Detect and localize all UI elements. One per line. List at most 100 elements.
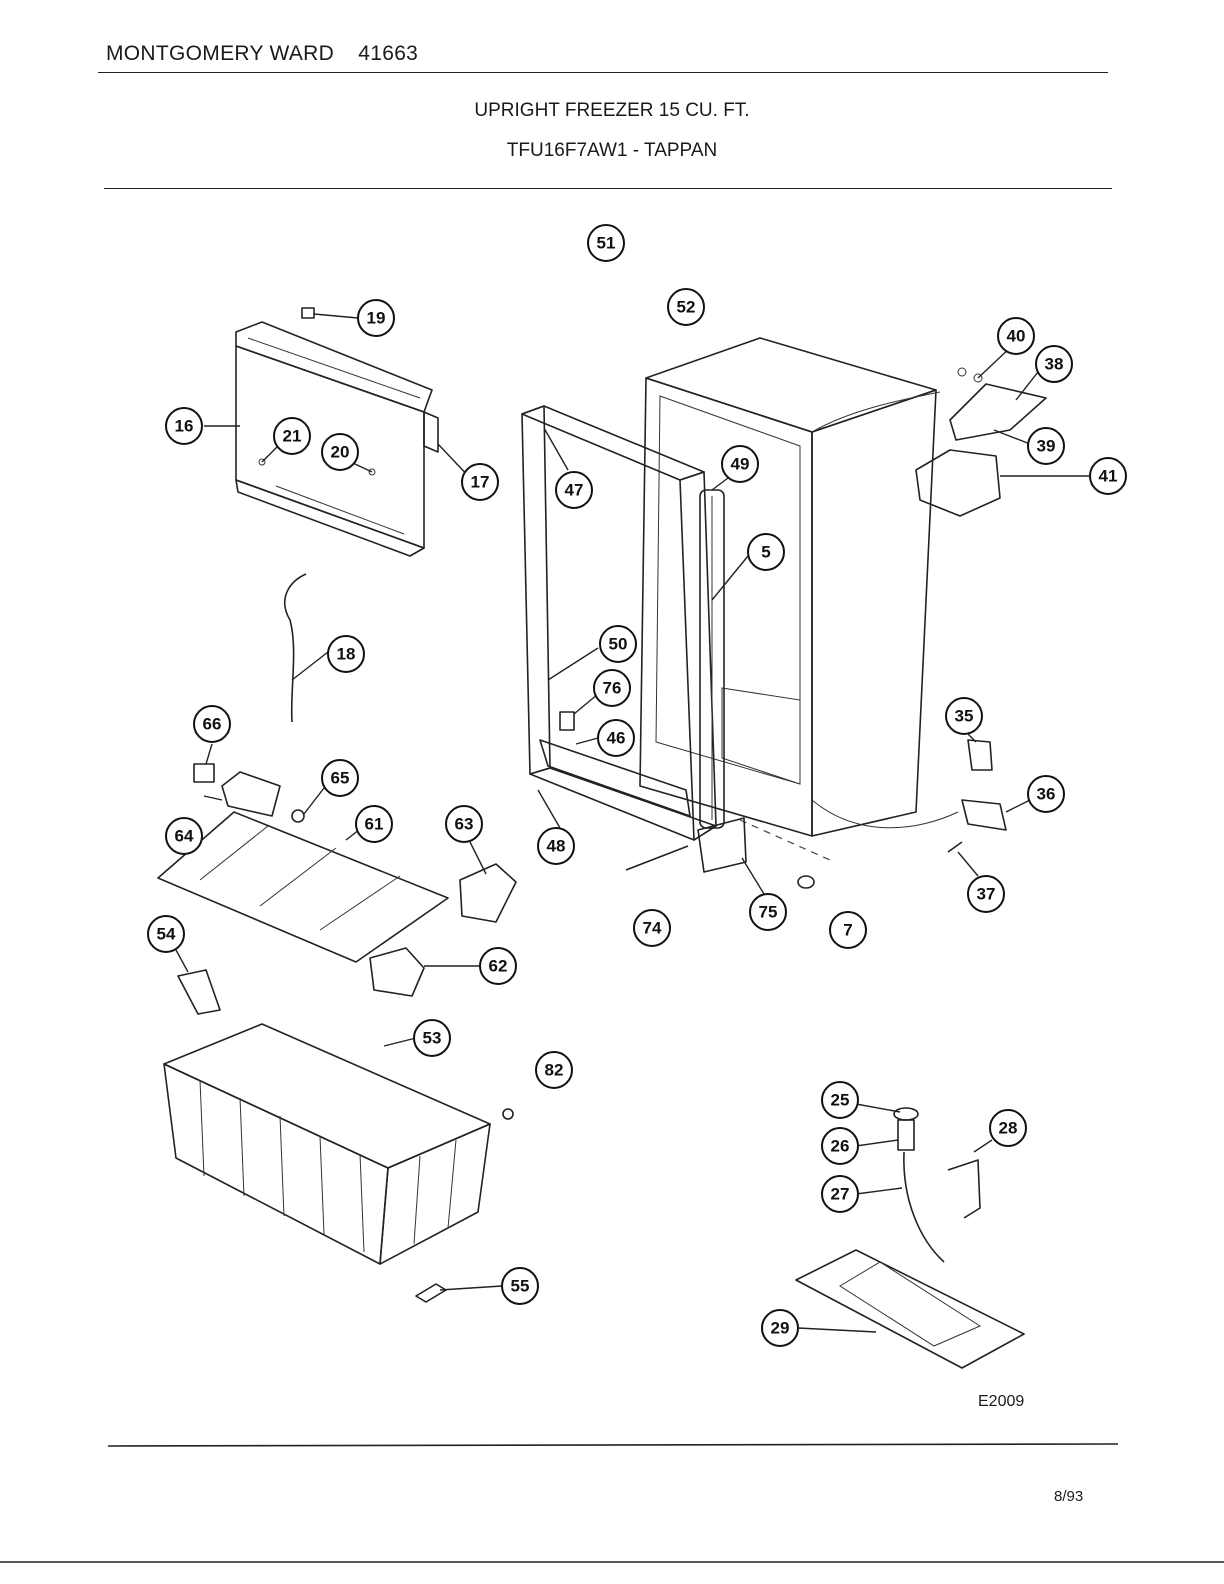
svg-text:16: 16 bbox=[175, 417, 194, 436]
brand-name: MONTGOMERY WARD bbox=[106, 42, 335, 65]
callout-49: 49 bbox=[721, 445, 759, 483]
callout-18: 18 bbox=[327, 635, 365, 673]
callout-61: 61 bbox=[355, 805, 393, 843]
door-gasket bbox=[699, 489, 725, 829]
footer-rule bbox=[107, 1443, 1119, 1447]
callout-41: 41 bbox=[1089, 457, 1127, 495]
svg-text:35: 35 bbox=[955, 707, 974, 726]
callout-65: 65 bbox=[321, 759, 359, 797]
callout-66: 66 bbox=[193, 705, 231, 743]
clip-part bbox=[301, 307, 315, 319]
svg-text:50: 50 bbox=[609, 635, 628, 654]
callout-20: 20 bbox=[321, 433, 359, 471]
svg-text:65: 65 bbox=[331, 769, 350, 788]
svg-text:62: 62 bbox=[489, 957, 508, 976]
callout-36: 36 bbox=[1027, 775, 1065, 813]
leveling-foot bbox=[797, 875, 815, 889]
cam-54 bbox=[177, 969, 221, 1015]
svg-text:82: 82 bbox=[545, 1061, 564, 1080]
svg-text:40: 40 bbox=[1007, 327, 1026, 346]
svg-text:26: 26 bbox=[831, 1137, 850, 1156]
svg-text:17: 17 bbox=[471, 473, 490, 492]
callout-74: 74 bbox=[633, 909, 671, 947]
callout-40: 40 bbox=[997, 317, 1035, 355]
svg-text:61: 61 bbox=[365, 815, 384, 834]
svg-text:5: 5 bbox=[761, 543, 770, 562]
brand-header: MONTGOMERY WARD 41663 bbox=[106, 42, 418, 66]
catalog-number: 41663 bbox=[358, 42, 419, 65]
drain-bracket bbox=[947, 1159, 981, 1219]
callout-37: 37 bbox=[967, 875, 1005, 913]
screw-74 bbox=[625, 845, 689, 871]
svg-text:53: 53 bbox=[423, 1029, 442, 1048]
diagram-code: E2009 bbox=[978, 1393, 1025, 1410]
callout-55: 55 bbox=[501, 1267, 539, 1305]
lower-hinge bbox=[961, 799, 1007, 831]
callout-5: 5 bbox=[747, 533, 785, 571]
shelf-support-right bbox=[459, 863, 517, 923]
bumper-82 bbox=[502, 1108, 514, 1120]
callout-46: 46 bbox=[597, 719, 635, 757]
drain-assembly bbox=[893, 1107, 945, 1263]
svg-text:29: 29 bbox=[771, 1319, 790, 1338]
wire-shelf bbox=[157, 811, 449, 963]
callout-76: 76 bbox=[593, 669, 631, 707]
callout-48: 48 bbox=[537, 827, 575, 865]
callout-75: 75 bbox=[749, 893, 787, 931]
callout-7: 7 bbox=[829, 911, 867, 949]
svg-text:48: 48 bbox=[547, 837, 566, 856]
clip-66 bbox=[193, 763, 215, 783]
svg-text:41: 41 bbox=[1099, 467, 1118, 486]
svg-text:25: 25 bbox=[831, 1091, 850, 1110]
callout-19: 19 bbox=[357, 299, 395, 337]
callout-54: 54 bbox=[147, 915, 185, 953]
svg-text:54: 54 bbox=[157, 925, 176, 944]
svg-text:51: 51 bbox=[597, 234, 616, 253]
callout-64: 64 bbox=[165, 817, 203, 855]
svg-text:75: 75 bbox=[759, 903, 778, 922]
svg-text:55: 55 bbox=[511, 1277, 530, 1296]
hinge-bracket-bottom bbox=[697, 817, 747, 873]
screw-65 bbox=[291, 809, 305, 823]
callout-28: 28 bbox=[989, 1109, 1027, 1147]
shelf-bracket bbox=[221, 771, 281, 817]
wire-harness bbox=[284, 573, 307, 723]
freezer-cabinet bbox=[639, 337, 937, 861]
callout-16: 16 bbox=[165, 407, 203, 445]
drain-pan bbox=[795, 1249, 1025, 1369]
svg-text:20: 20 bbox=[331, 443, 350, 462]
svg-text:7: 7 bbox=[843, 921, 852, 940]
top-cover-panel bbox=[235, 321, 439, 557]
callout-38: 38 bbox=[1035, 345, 1073, 383]
callout-25: 25 bbox=[821, 1081, 859, 1119]
callout-47: 47 bbox=[555, 471, 593, 509]
callout-26: 26 bbox=[821, 1127, 859, 1165]
svg-text:39: 39 bbox=[1037, 437, 1056, 456]
svg-text:37: 37 bbox=[977, 885, 996, 904]
callout-62: 62 bbox=[479, 947, 517, 985]
svg-text:28: 28 bbox=[999, 1119, 1018, 1138]
callout-52: 52 bbox=[667, 288, 705, 326]
callout-27: 27 bbox=[821, 1175, 859, 1213]
model-number: TFU16F7AW1 - TAPPAN bbox=[506, 140, 718, 161]
door-assembly bbox=[521, 405, 717, 841]
leader-lines bbox=[175, 313, 1090, 1333]
svg-text:38: 38 bbox=[1045, 355, 1064, 374]
callout-35: 35 bbox=[945, 697, 983, 735]
callout-53: 53 bbox=[413, 1019, 451, 1057]
svg-text:52: 52 bbox=[677, 298, 696, 317]
svg-text:47: 47 bbox=[565, 481, 584, 500]
screw-37 bbox=[947, 841, 963, 853]
svg-text:36: 36 bbox=[1037, 785, 1056, 804]
door-stop bbox=[559, 711, 575, 731]
callout-82: 82 bbox=[535, 1051, 573, 1089]
header-rule-top bbox=[98, 72, 1108, 73]
shelf-support-left bbox=[369, 947, 425, 997]
thermostat-knob bbox=[967, 739, 993, 771]
svg-text:63: 63 bbox=[455, 815, 474, 834]
top-hinge-assembly bbox=[949, 367, 1047, 441]
svg-text:46: 46 bbox=[607, 729, 626, 748]
callout-50: 50 bbox=[599, 625, 637, 663]
revision-date: 8/93 bbox=[1054, 1488, 1084, 1505]
diagram-title: UPRIGHT FREEZER 15 CU. FT. bbox=[474, 100, 750, 121]
